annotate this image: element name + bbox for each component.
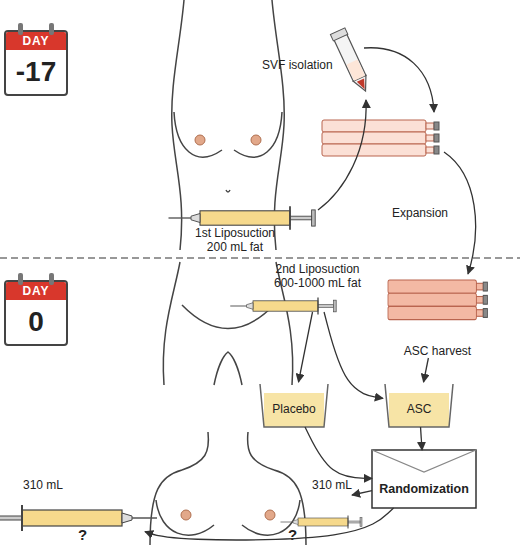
tube-liquid	[347, 59, 365, 80]
body-outline	[163, 262, 180, 385]
calendar-ring	[49, 273, 54, 285]
beaker-node: Placebo	[258, 382, 330, 427]
node-text: 2nd Liposuction 600-1000 mL fat	[264, 262, 372, 290]
step-label: SVF isolation	[262, 58, 333, 72]
node-text: 0	[6, 300, 66, 344]
node-text: ASC harvest	[404, 344, 471, 358]
node-text: 1st Liposuction 200 mL fat	[185, 226, 285, 254]
liposuction-step: 1st Liposuction 200 mL fat	[160, 200, 310, 254]
liposuction-step: 2nd Liposuction 600-1000 mL fat	[255, 262, 380, 312]
tube-body	[334, 34, 366, 82]
calendar-rings	[18, 23, 54, 285]
beaker	[385, 384, 453, 427]
flask-stack	[388, 280, 487, 320]
node-text: Placebo	[272, 402, 315, 416]
nipple	[251, 135, 261, 145]
process-arrow	[444, 152, 476, 274]
flask-step: ASC harvest	[385, 268, 490, 358]
calendar-ring	[18, 273, 23, 285]
divider-line	[0, 257, 520, 258]
node-text: 310 mL	[312, 478, 352, 492]
flow-arrow	[299, 312, 313, 382]
navel	[226, 190, 230, 192]
beaker	[260, 384, 328, 427]
injection-step: 310 mL	[5, 478, 145, 532]
envelope	[372, 450, 476, 508]
tube-cap	[330, 28, 347, 41]
culture-flask	[322, 120, 439, 132]
node-text: Randomization	[379, 482, 469, 496]
nipple	[195, 135, 205, 145]
flow-arrow	[421, 427, 423, 450]
question-mark: ?	[78, 527, 87, 543]
injection-step: 310 mL	[262, 478, 352, 532]
flow-arrow	[305, 427, 372, 478]
beaker-node: ASC	[383, 382, 455, 427]
cell-pellet	[357, 78, 368, 90]
node-text: DAY	[6, 282, 66, 300]
envelope-node: Randomization	[372, 450, 476, 508]
process-arrow	[364, 48, 434, 112]
body-outline	[172, 0, 184, 250]
flow-arrow	[424, 358, 429, 382]
breast-outline	[174, 112, 222, 157]
flow-arrow	[145, 508, 394, 540]
flask-stack	[322, 120, 439, 156]
beaker-liquid	[264, 393, 324, 427]
svf-tube	[330, 28, 372, 95]
flow-arrow	[324, 312, 383, 398]
nipple	[181, 510, 191, 520]
neck-outline	[248, 432, 274, 470]
culture-flask	[322, 144, 439, 156]
culture-flask	[388, 306, 487, 319]
flow-arrow	[352, 491, 372, 495]
nipple	[265, 510, 275, 520]
calendar-icon: DAY-17	[4, 30, 68, 96]
envelope-flap	[372, 450, 476, 472]
question-mark: ?	[288, 527, 297, 543]
torso-middle	[163, 262, 292, 385]
node-text: -17	[6, 50, 66, 94]
leg-outline	[214, 352, 242, 385]
calendar-ring	[49, 23, 54, 35]
node-text: DAY	[6, 32, 66, 50]
process-arrow	[318, 100, 366, 210]
culture-flask	[388, 280, 487, 293]
breast-outline	[234, 112, 282, 157]
culture-flask	[322, 132, 439, 144]
neck-outline	[182, 432, 208, 470]
process-arrows	[318, 48, 476, 274]
calendar-ring	[18, 23, 23, 35]
calendar-icon: DAY0	[4, 280, 68, 346]
syringe	[230, 298, 336, 315]
torso-bottom	[150, 432, 306, 545]
beaker-liquid	[389, 393, 449, 427]
culture-flask	[388, 293, 487, 306]
step-label: Expansion	[392, 206, 448, 220]
node-text: 310 mL	[23, 478, 63, 492]
node-text: ASC	[407, 402, 432, 416]
breast-outline	[156, 500, 214, 535]
